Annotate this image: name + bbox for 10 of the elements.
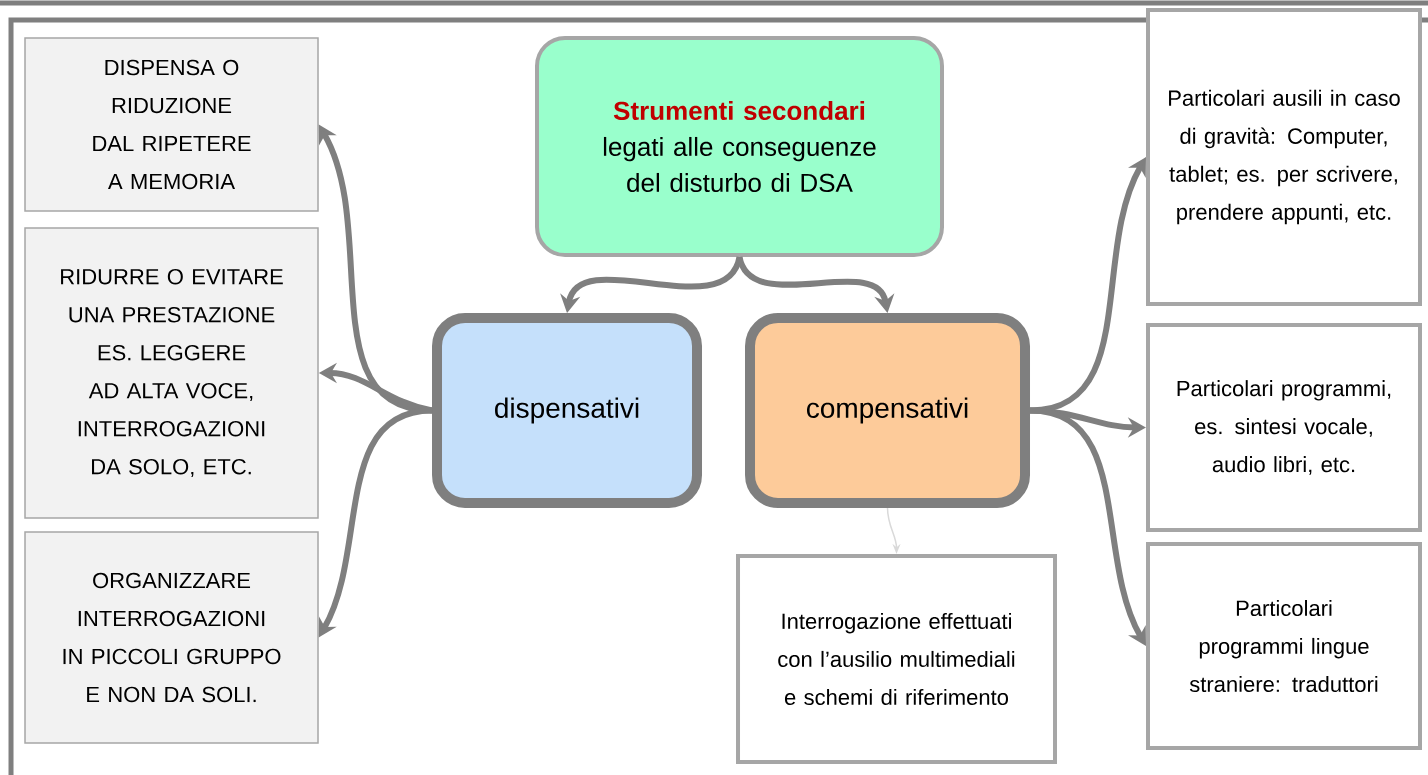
main-box: Strumenti secondari legati alle conseguenze del disturbo di DSA xyxy=(535,36,944,257)
item-box: DISPENSA O RIDUZIONE DAL RIPETERE A MEMORIA xyxy=(24,37,319,212)
item-box: ORGANIZZARE INTERROGAZIONI IN PICCOLI GRUPPO E NON DA SOLI. xyxy=(24,531,319,744)
item-box: Particolari ausili in caso di gravità: Computer, tablet; es. per scrivere, prendere appunti, etc. xyxy=(1146,8,1422,306)
item-box: RIDURRE O EVITARE UNA PRESTAZIONE ES. LEGGERE AD ALTA VOCE, INTERROGAZIONI DA SOLO, ETC. xyxy=(24,227,319,519)
category-box: dispensativi xyxy=(432,313,702,508)
item-box: Interrogazione effettuati con l’ausilio multimediali e schemi di riferimento xyxy=(736,554,1057,764)
item-box: Particolari programmi lingue straniere: traduttori xyxy=(1146,542,1422,750)
category-box: compensativi xyxy=(745,313,1030,508)
item-box: Particolari programmi, es. sintesi vocale, audio libri, etc. xyxy=(1146,323,1422,532)
